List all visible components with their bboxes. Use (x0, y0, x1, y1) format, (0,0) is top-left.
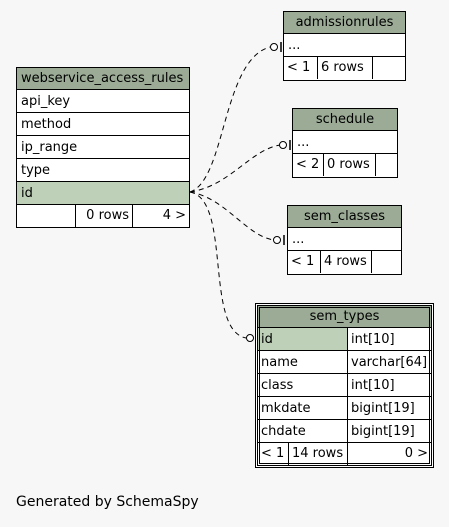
table-sem-types[interactable]: sem_types id int[10] name varchar[64] cl… (255, 303, 434, 468)
stat-row-count: 0 rows (324, 154, 376, 176)
stat-parents-link[interactable]: < 2 (293, 154, 324, 176)
column-mkdate-row[interactable]: mkdate bigint[19] (258, 397, 431, 420)
column-type: int[10] (351, 378, 395, 393)
column-type: int[10] (351, 332, 395, 347)
connector-admissionrules (189, 46, 271, 193)
table-header[interactable]: webservice_access_rules (17, 68, 189, 90)
column-api-key[interactable]: api_key (17, 90, 189, 113)
table-sem-classes[interactable]: sem_classes ... < 1 4 rows (287, 205, 402, 275)
table-admissionrules[interactable]: admissionrules ... < 1 6 rows (283, 11, 406, 81)
stat-parents-link[interactable]: < 1 (288, 251, 321, 273)
table-header[interactable]: sem_types (258, 306, 431, 328)
table-header[interactable]: schedule (293, 109, 397, 131)
stat-row-count: 0 rows (76, 205, 133, 227)
table-stats: < 1 14 rows 0 > (258, 443, 431, 465)
connector-sem-types (189, 191, 247, 339)
column-type: bigint[19] (351, 424, 415, 439)
stat-row-count: 4 rows (321, 251, 372, 273)
column-chdate-row[interactable]: chdate bigint[19] (258, 420, 431, 443)
column-name-row[interactable]: name varchar[64] (258, 351, 431, 374)
table-schedule[interactable]: schedule ... < 2 0 rows (292, 108, 398, 178)
column-method[interactable]: method (17, 113, 189, 136)
stat-row-count: 6 rows (318, 57, 373, 79)
zero-marker-sem-classes (273, 236, 281, 244)
table-webservice-access-rules[interactable]: webservice_access_rules api_key method i… (16, 67, 190, 228)
columns-collapsed: ... (293, 131, 397, 154)
column-name: id (258, 328, 348, 350)
column-name: class (258, 374, 348, 396)
stat-children (372, 251, 401, 273)
stat-parents-link[interactable]: < 1 (284, 57, 318, 79)
columns-collapsed: ... (288, 228, 401, 251)
connector-sem-classes (189, 191, 275, 241)
column-type: varchar[64] (351, 355, 428, 370)
stat-row-count: 14 rows (289, 443, 348, 465)
column-id-primary-key[interactable]: id int[10] (258, 328, 431, 351)
zero-marker-schedule (279, 141, 287, 149)
stat-parents-link[interactable]: < 1 (258, 443, 289, 465)
table-stats: 0 rows 4 > (17, 205, 189, 227)
table-stats: < 1 4 rows (288, 251, 401, 273)
column-name: mkdate (258, 397, 348, 419)
table-header[interactable]: admissionrules (284, 12, 405, 34)
stat-parents (17, 205, 76, 227)
column-ip-range[interactable]: ip_range (17, 136, 189, 159)
columns-collapsed: ... (284, 34, 405, 57)
stat-children (373, 57, 405, 79)
zero-marker-admissionrules (270, 43, 278, 51)
column-name: name (258, 351, 348, 373)
column-type: bigint[19] (351, 401, 415, 416)
column-id-primary-key[interactable]: id (17, 182, 189, 205)
generator-footer: Generated by SchemaSpy (16, 494, 199, 510)
table-stats: < 2 0 rows (293, 154, 397, 176)
column-type[interactable]: type (17, 159, 189, 182)
stat-children-link[interactable]: 0 > (404, 446, 428, 461)
table-header[interactable]: sem_classes (288, 206, 401, 228)
connector-schedule (189, 144, 281, 193)
column-class-row[interactable]: class int[10] (258, 374, 431, 397)
table-stats: < 1 6 rows (284, 57, 405, 79)
stat-children (376, 154, 397, 176)
stat-children-link[interactable]: 4 > (162, 208, 186, 223)
zero-marker-sem-types (246, 334, 254, 342)
column-name: chdate (258, 420, 348, 442)
